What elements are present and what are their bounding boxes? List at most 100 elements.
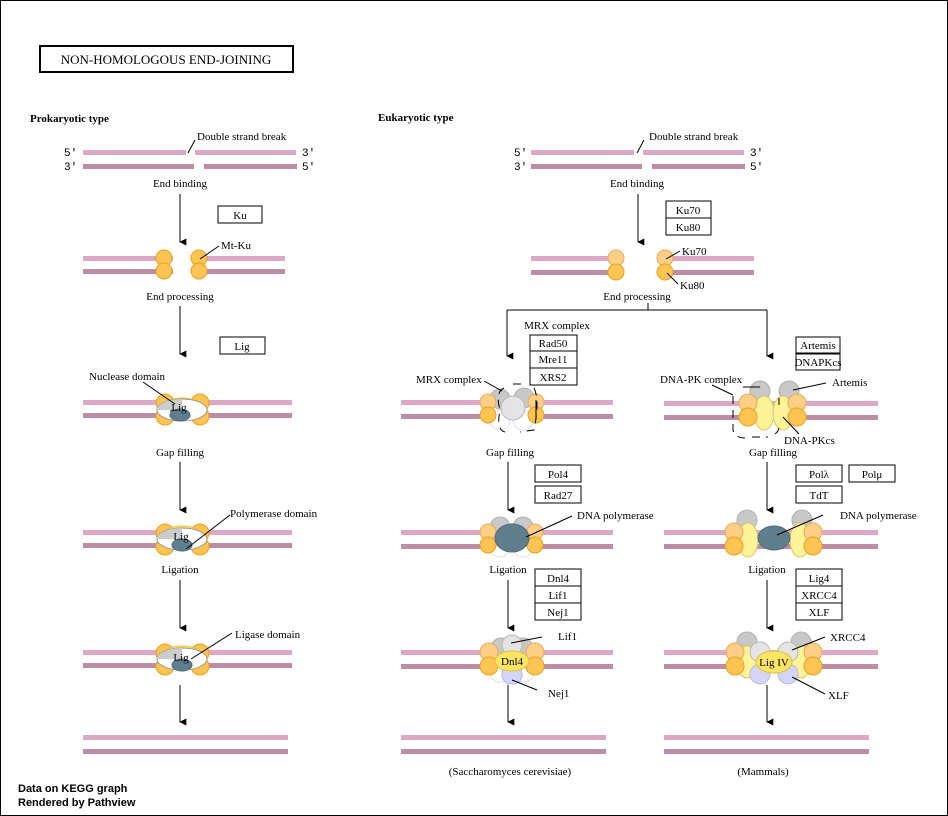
mt-ku-subunit bbox=[155, 262, 173, 280]
mammal-ligase-complex: Lig IV XRCC4 XLF bbox=[664, 631, 878, 702]
dna-polymerase-label: DNA polymerase bbox=[840, 510, 917, 522]
nuclease-domain-label: Nuclease domain bbox=[89, 371, 166, 383]
organism-mammal: (Mammals) bbox=[737, 766, 789, 778]
dnapkcs-label: DNA-PKcs bbox=[784, 435, 835, 447]
footer-pathview: Rendered by Pathview bbox=[18, 797, 136, 809]
ku80-label: Ku80 bbox=[680, 280, 705, 292]
xrcc4-label: XRCC4 bbox=[830, 632, 866, 644]
gene-rad50[interactable]: Rad50 bbox=[529, 334, 578, 352]
gene-dnl4[interactable]: Dnl4 bbox=[534, 568, 582, 587]
svg-text:Polλ: Polλ bbox=[809, 469, 830, 481]
gene-lig4[interactable]: Lig4 bbox=[795, 568, 843, 587]
step-gap-filling-yeast: Gap filling bbox=[486, 447, 534, 459]
svg-text:XRS2: XRS2 bbox=[540, 372, 567, 384]
dnapk-complex-label: DNA-PK complex bbox=[660, 374, 743, 386]
gene-ku[interactable]: Ku bbox=[217, 205, 263, 224]
branch-arrows bbox=[506, 303, 774, 360]
organism-yeast: (Saccharomyces cerevisiae) bbox=[449, 766, 572, 778]
end-label: 3' bbox=[302, 148, 315, 160]
end-label: 5' bbox=[750, 162, 763, 174]
end-label: 3' bbox=[64, 162, 77, 174]
prok-lig-complex-nuclease: Lig Nuclease domain bbox=[83, 371, 292, 426]
prok-repaired-dna bbox=[83, 735, 288, 754]
gene-xrcc4[interactable]: XRCC4 bbox=[795, 585, 843, 604]
gene-tdt[interactable]: TdT bbox=[795, 485, 843, 504]
gene-pol4[interactable]: Pol4 bbox=[534, 464, 582, 483]
mammal-polymerase-complex: DNA polymerase bbox=[664, 509, 917, 558]
svg-text:Mre11: Mre11 bbox=[539, 354, 568, 366]
mrx-complex-title: MRX complex bbox=[524, 320, 590, 332]
lig-iv-label: Lig IV bbox=[759, 657, 789, 669]
gene-lif1[interactable]: Lif1 bbox=[534, 585, 582, 604]
svg-text:Dnl4: Dnl4 bbox=[547, 573, 570, 585]
yeast-polymerase-complex: DNA polymerase bbox=[401, 510, 654, 558]
svg-text:Rad50: Rad50 bbox=[539, 338, 568, 350]
ku70-label: Ku70 bbox=[682, 246, 707, 258]
end-label: 5' bbox=[302, 162, 315, 174]
svg-text:Pol4: Pol4 bbox=[548, 469, 569, 481]
svg-text:Artemis: Artemis bbox=[800, 340, 835, 352]
prokaryotic-heading: Prokaryotic type bbox=[30, 113, 109, 125]
prok-lig-complex-polymerase: Lig Polymerase domain bbox=[83, 508, 318, 556]
svg-text:DNAPKcs: DNAPKcs bbox=[794, 357, 841, 369]
end-label: 3' bbox=[514, 162, 527, 174]
yeast-repaired-dna bbox=[401, 735, 606, 754]
svg-text:Nej1: Nej1 bbox=[547, 607, 568, 619]
footer-kegg: Data on KEGG graph bbox=[18, 783, 128, 795]
dsb-label: Double strand break bbox=[197, 131, 287, 143]
lig-label: Lig bbox=[173, 652, 189, 664]
gene-rad27[interactable]: Rad27 bbox=[534, 485, 582, 504]
gene-mre11[interactable]: Mre11 bbox=[529, 350, 578, 369]
ligase-domain-label: Ligase domain bbox=[235, 629, 301, 641]
svg-text:XLF: XLF bbox=[809, 607, 830, 619]
svg-text:Lig4: Lig4 bbox=[809, 573, 830, 585]
gene-ku80[interactable]: Ku80 bbox=[665, 217, 712, 236]
eukaryotic-heading: Eukaryotic type bbox=[378, 112, 454, 124]
svg-text:Ku70: Ku70 bbox=[676, 205, 701, 217]
title-box: NON-HOMOLOGOUS END-JOINING bbox=[39, 45, 294, 73]
svg-text:XRCC4: XRCC4 bbox=[801, 590, 837, 602]
gene-pollambda[interactable]: Polλ bbox=[795, 464, 843, 483]
step-ligation: Ligation bbox=[161, 564, 199, 576]
gene-dnapkcs[interactable]: DNAPKcs bbox=[794, 353, 842, 371]
dna-polymerase-label: DNA polymerase bbox=[577, 510, 654, 522]
end-label: 5' bbox=[64, 148, 77, 160]
svg-text:Lif1: Lif1 bbox=[549, 590, 568, 602]
lig-label: Lig bbox=[173, 531, 189, 543]
euk-dsb-dna: 5' 3' 3' 5' Double strand break bbox=[514, 131, 763, 174]
prok-lig-complex-ligase: Lig Ligase domain bbox=[83, 629, 301, 676]
gene-artemis[interactable]: Artemis bbox=[795, 336, 841, 354]
end-label: 5' bbox=[514, 148, 527, 160]
mt-ku-subunit bbox=[190, 262, 208, 280]
gene-xlf[interactable]: XLF bbox=[795, 602, 843, 621]
mt-ku-label: Mt-Ku bbox=[221, 240, 251, 252]
lig-label: Lig bbox=[171, 402, 187, 414]
svg-text:Polμ: Polμ bbox=[862, 469, 883, 481]
lif1-label: Lif1 bbox=[558, 631, 577, 643]
prok-dsb-dna: 5' 3' 3' 5' Double strand break bbox=[64, 131, 315, 174]
step-end-processing: End processing bbox=[603, 291, 671, 303]
svg-text:Rad27: Rad27 bbox=[544, 490, 573, 502]
end-label: 3' bbox=[750, 148, 763, 160]
gene-xrs2[interactable]: XRS2 bbox=[529, 367, 578, 386]
step-ligation-mammal: Ligation bbox=[748, 564, 786, 576]
dsb-label: Double strand break bbox=[649, 131, 739, 143]
step-ligation-yeast: Ligation bbox=[489, 564, 527, 576]
gene-polmu[interactable]: Polμ bbox=[848, 464, 896, 483]
step-end-processing: End processing bbox=[146, 291, 214, 303]
step-end-binding: End binding bbox=[610, 178, 665, 190]
artemis-label: Artemis bbox=[832, 377, 867, 389]
svg-text:Lig: Lig bbox=[234, 341, 250, 353]
svg-text:TdT: TdT bbox=[810, 490, 829, 502]
svg-text:Ku80: Ku80 bbox=[676, 222, 701, 234]
mammal-repaired-dna bbox=[664, 735, 869, 754]
step-end-binding: End binding bbox=[153, 178, 208, 190]
nej1-label: Nej1 bbox=[548, 688, 569, 700]
mrx-complex-on-dna: MRX complex bbox=[401, 374, 613, 433]
gene-lig[interactable]: Lig bbox=[219, 336, 266, 355]
gene-ku70[interactable]: Ku70 bbox=[665, 200, 712, 219]
gene-nej1[interactable]: Nej1 bbox=[534, 602, 582, 621]
mrx-complex-label: MRX complex bbox=[416, 374, 482, 386]
step-gap-filling: Gap filling bbox=[156, 447, 204, 459]
